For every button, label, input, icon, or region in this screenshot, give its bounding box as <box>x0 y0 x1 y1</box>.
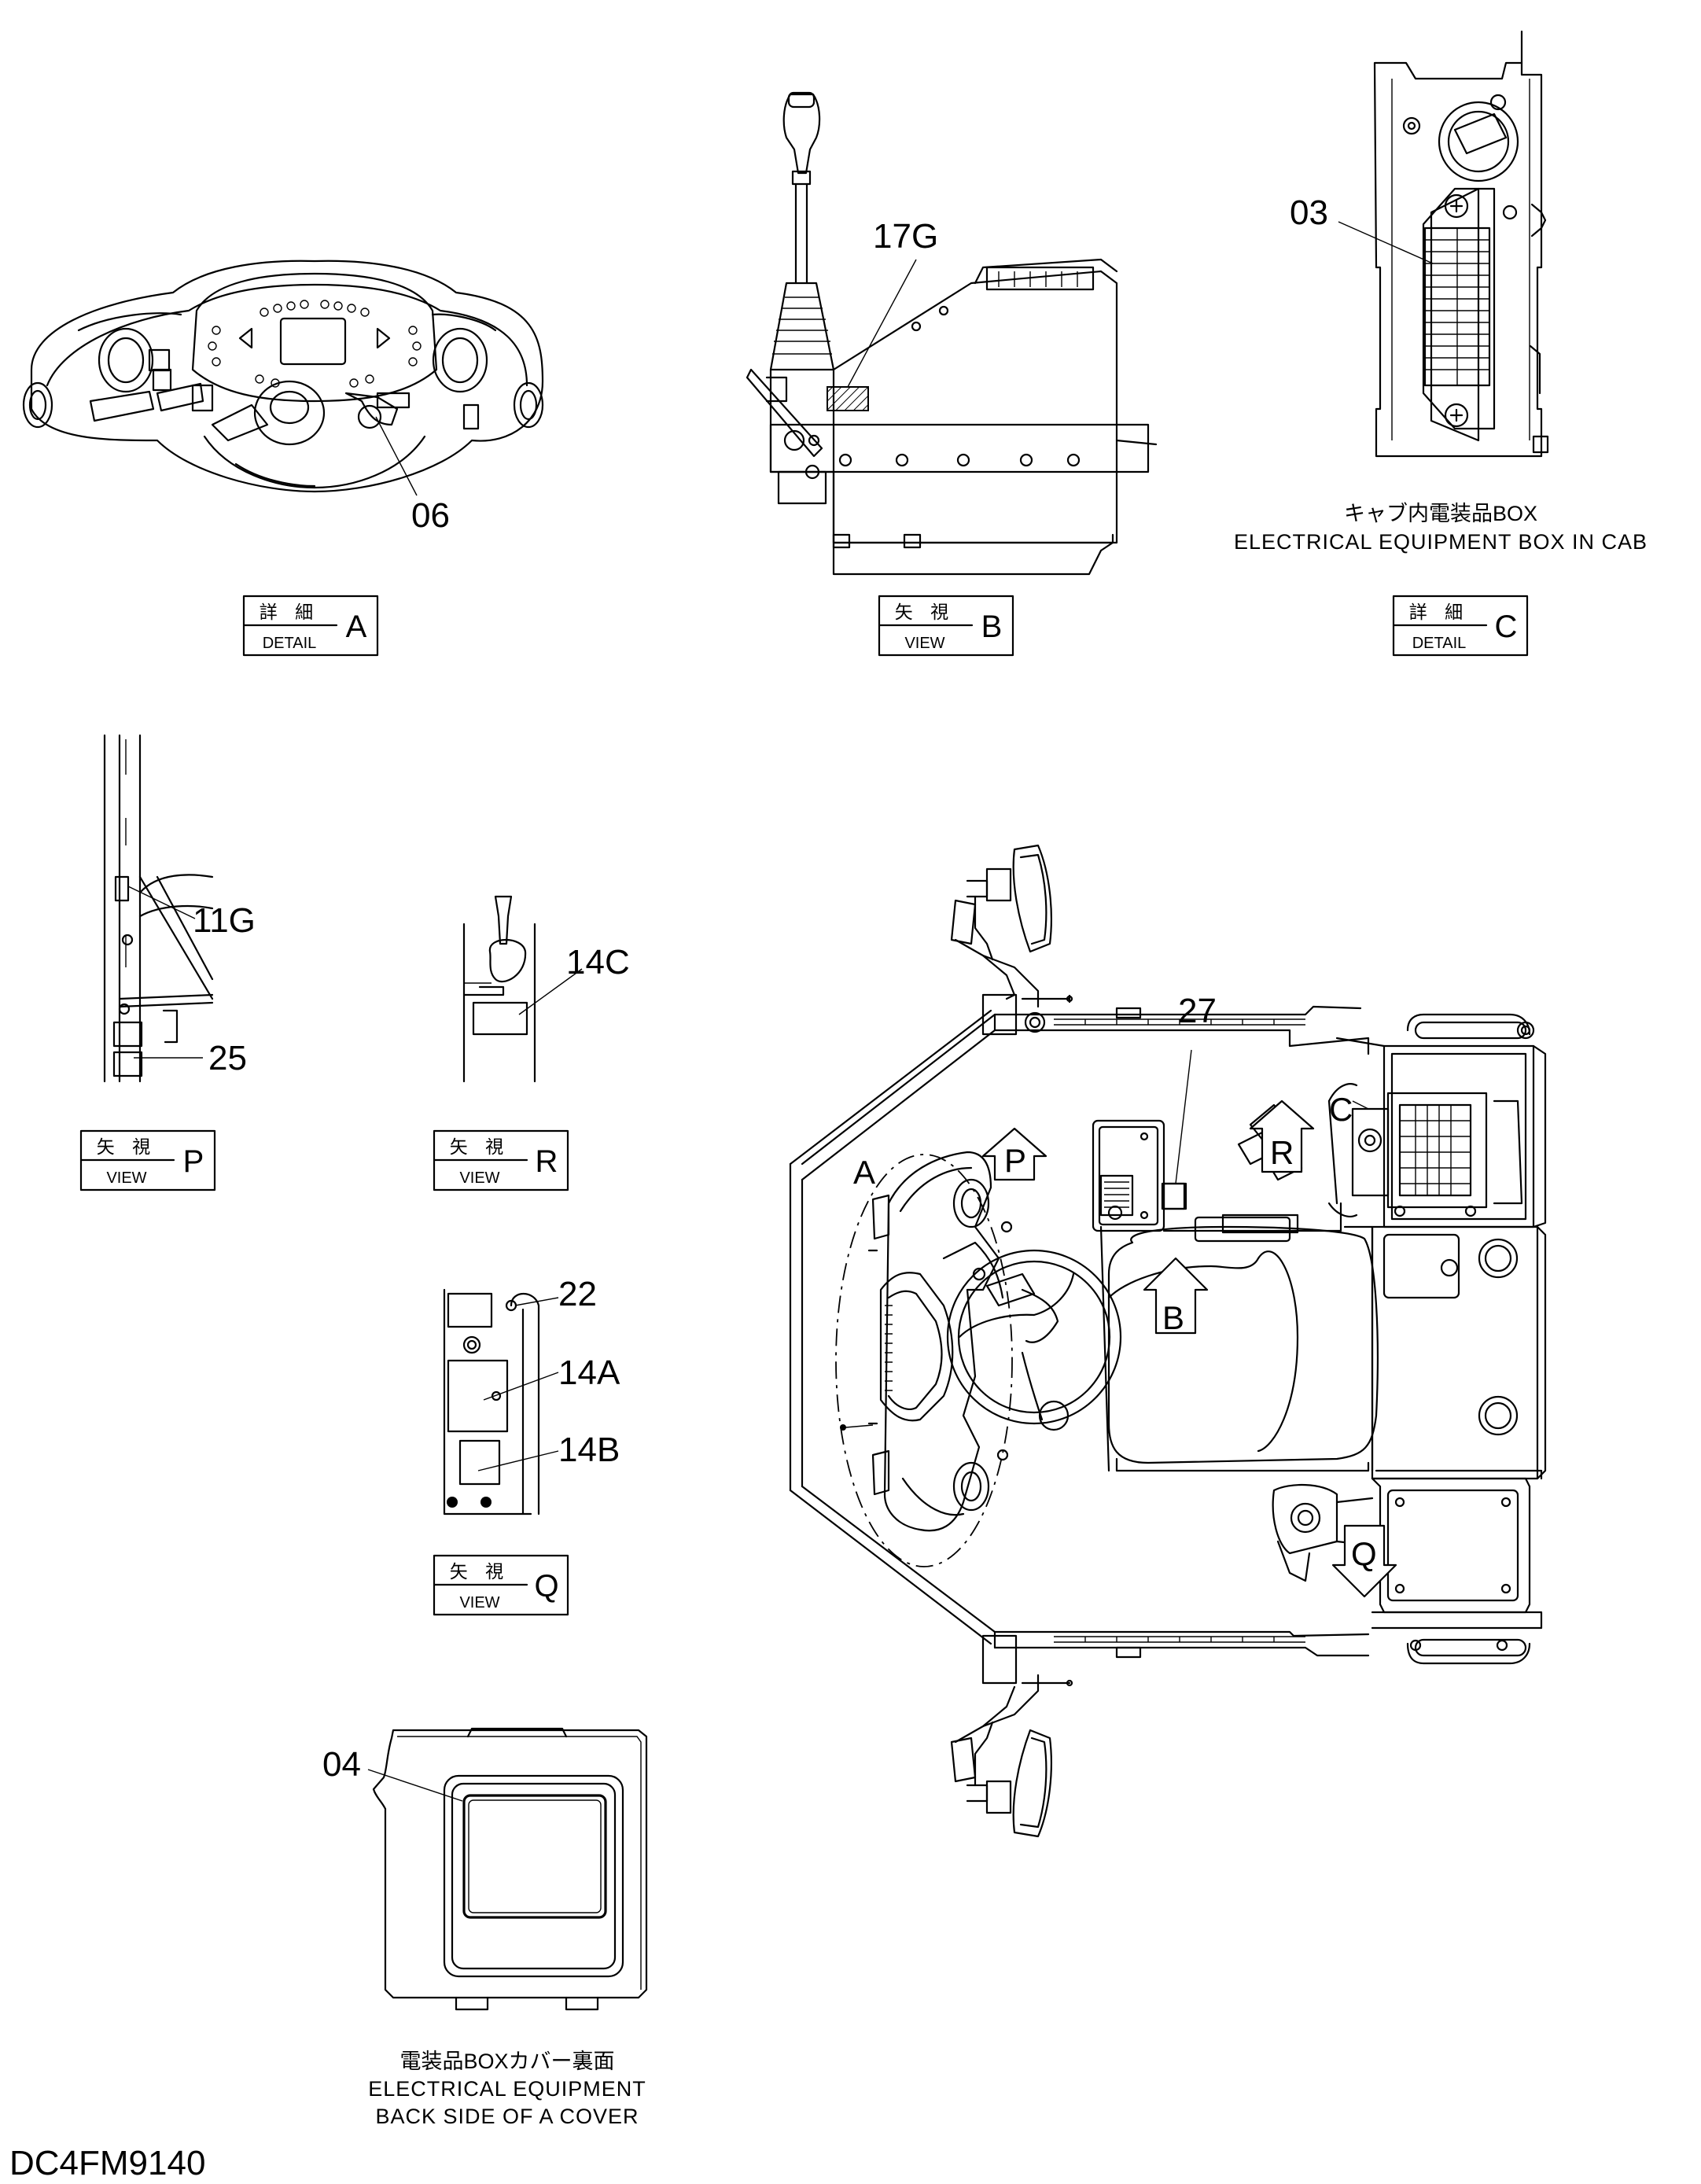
svg-text:DETAIL: DETAIL <box>1412 635 1467 652</box>
svg-text:Q: Q <box>534 1569 558 1604</box>
svg-text:VIEW: VIEW <box>459 1594 499 1611</box>
part-label-06: 06 <box>411 496 450 535</box>
view-letter-b: B <box>1162 1299 1184 1336</box>
title-box-detail-a: 詳 細 DETAIL A <box>242 595 379 657</box>
view-letter-c: C <box>1329 1091 1353 1128</box>
part-label-03: 03 <box>1290 193 1328 232</box>
part-label-14b: 14B <box>558 1431 620 1469</box>
view-letter-q: Q <box>1351 1535 1377 1572</box>
svg-text:C: C <box>1495 610 1518 644</box>
part-label-17g: 17G <box>873 217 938 256</box>
captions: キャブ内電装品BOX ELECTRICAL EQUIPMENT BOX IN C… <box>9 502 1648 2182</box>
detail-c-electrical-box <box>1338 30 1549 458</box>
view-letter-r: R <box>1270 1134 1294 1171</box>
svg-text:B: B <box>981 610 1003 644</box>
cover-caption-en-1: ELECTRICAL EQUIPMENT <box>368 2077 646 2101</box>
part-label-04: 04 <box>322 1745 361 1784</box>
electrical-box-cover-back <box>367 1727 648 2011</box>
cab-box-caption-jp: キャブ内電装品BOX <box>1344 502 1537 525</box>
cover-caption-en-2: BACK SIDE OF A COVER <box>375 2105 639 2128</box>
svg-text:A: A <box>346 610 367 644</box>
svg-text:P: P <box>183 1144 204 1179</box>
svg-text:詳 細: 詳 細 <box>260 602 319 622</box>
part-label-25: 25 <box>208 1039 247 1077</box>
title-box-detail-c: 詳 細 DETAIL C <box>1392 595 1529 657</box>
drawing-id: DC4FM9140 <box>9 2144 205 2182</box>
svg-text:DETAIL: DETAIL <box>263 635 317 652</box>
svg-text:詳 細: 詳 細 <box>1409 602 1469 622</box>
title-box-view-r: 矢 視 VIEW R <box>433 1129 569 1191</box>
part-label-14c: 14C <box>566 943 630 982</box>
svg-text:矢 視: 矢 視 <box>450 1561 510 1582</box>
view-letter-p: P <box>1004 1142 1026 1179</box>
view-q-panel <box>443 1288 559 1516</box>
part-label-11g: 11G <box>193 901 256 940</box>
svg-text:R: R <box>536 1144 558 1179</box>
svg-text:VIEW: VIEW <box>459 1169 499 1187</box>
svg-text:矢 視: 矢 視 <box>895 602 955 622</box>
view-b-console <box>746 91 1158 576</box>
cab-box-caption-en: ELECTRICAL EQUIPMENT BOX IN CAB <box>1234 530 1648 554</box>
view-arrow-r <box>1249 1099 1315 1173</box>
view-arrow-p <box>981 1127 1047 1181</box>
svg-text:VIEW: VIEW <box>904 635 944 652</box>
view-arrow-q <box>1331 1524 1397 1598</box>
view-letter-a: A <box>853 1154 875 1191</box>
view-letters: A B C P R Q <box>853 1091 1377 1572</box>
part-label-22: 22 <box>558 1275 597 1313</box>
part-labels: 06 17G 03 11G 25 14C 22 14A 14B 04 27 <box>193 193 1328 1784</box>
svg-text:矢 視: 矢 視 <box>450 1136 510 1157</box>
detail-a-instrument-panel <box>22 260 544 496</box>
main-plan-view <box>789 844 1547 1838</box>
svg-text:矢 視: 矢 視 <box>97 1136 156 1157</box>
view-r-pillar <box>462 895 583 1083</box>
view-arrow-b <box>1143 1257 1209 1335</box>
svg-text:VIEW: VIEW <box>106 1169 146 1187</box>
title-box-view-q: 矢 視 VIEW Q <box>433 1554 569 1616</box>
part-label-14a: 14A <box>558 1353 620 1392</box>
title-box-view-b: 矢 視 VIEW B <box>878 595 1014 657</box>
view-p-pillar <box>103 734 214 1083</box>
title-box-view-p: 矢 視 VIEW P <box>79 1129 216 1191</box>
cover-caption-jp: 電装品BOXカバー裏面 <box>399 2050 614 2073</box>
part-label-27: 27 <box>1178 992 1217 1030</box>
